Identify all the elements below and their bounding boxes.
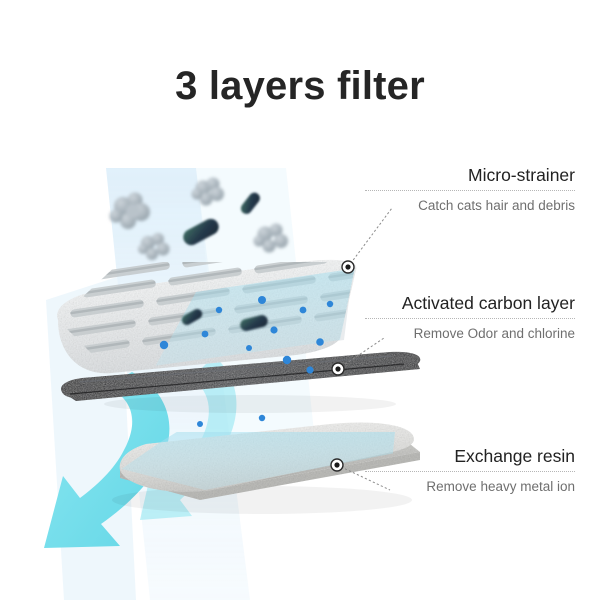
debris-cluster [109,192,150,229]
callout-markers [330,260,355,472]
callout-marker [341,260,355,274]
activated-carbon-layer [60,351,421,413]
airborne-contaminants [109,177,288,260]
callout-subtext: Remove heavy metal ion [426,479,575,495]
bacteria-rod [183,218,219,246]
debris-cluster [253,223,288,253]
callout-micro-strainer: Micro-strainer Catch cats hair and debri… [365,165,575,214]
callout-marker [330,458,344,472]
debris-cluster [138,233,170,260]
callout-heading: Exchange resin [454,446,575,466]
callout-subtext: Remove Odor and chlorine [413,326,575,342]
callout-subtext: Catch cats hair and debris [418,198,575,214]
callout-heading: Micro-strainer [468,165,575,185]
bacteria-rod [240,192,260,214]
airflow-arrow-icon [44,356,237,548]
bacteria-rod [181,309,203,325]
callout-divider [365,190,575,192]
callout-marker [331,362,345,376]
page-title: 3 layers filter [175,64,425,108]
debris-cluster [191,177,224,206]
callout-leader-lines [336,207,393,491]
callout-divider [365,471,575,473]
filtered-contaminants [159,296,334,427]
blue-particle-dot [159,296,334,427]
exchange-resin-layer [112,422,420,514]
callout-heading: Activated carbon layer [401,293,575,313]
bacteria-rod [240,315,268,331]
callout-exchange-resin: Exchange resin Remove heavy metal ion [365,446,575,495]
callout-divider [365,318,575,320]
callout-activated-carbon-layer: Activated carbon layer Remove Odor and c… [365,293,575,342]
